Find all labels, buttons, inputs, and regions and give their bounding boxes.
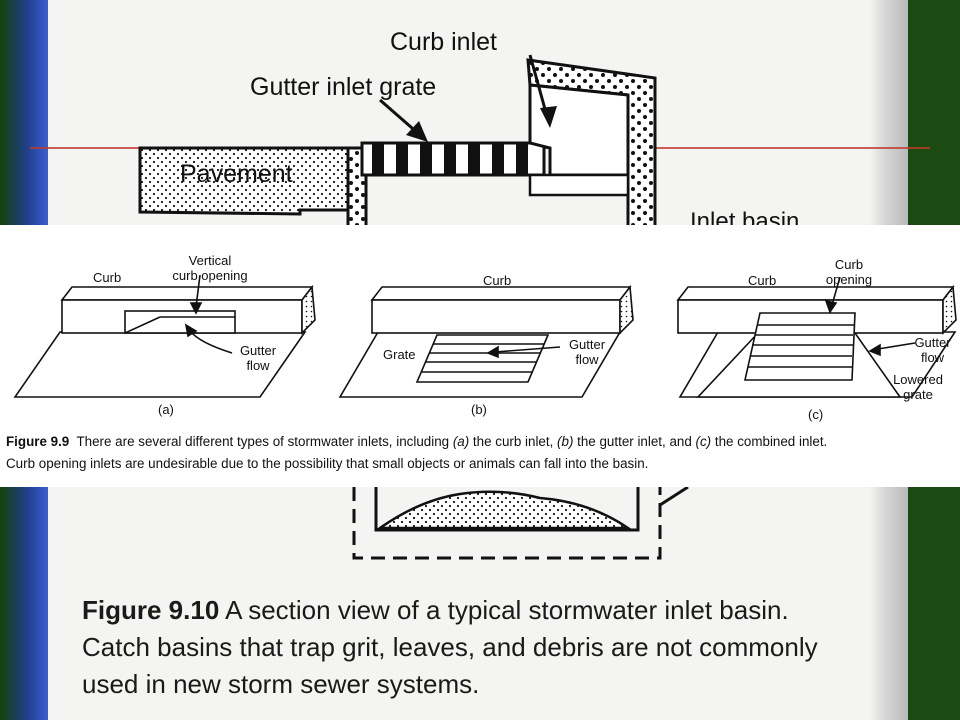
basin-outer-dashed <box>352 487 662 560</box>
figure-9-9-caption: Figure 9.9 There are several different t… <box>6 431 960 475</box>
panel-c-curb-top <box>676 286 955 301</box>
panel-a-vertical-line2: curb opening <box>172 268 248 283</box>
label-inlet-basin: Inlet basin <box>690 208 800 225</box>
panel-c-opening-line2: opening <box>825 272 873 287</box>
basin-inner <box>374 487 640 532</box>
panel-b-curb-top <box>370 286 632 301</box>
panel-b-grate-label: Grate <box>383 347 416 362</box>
caption-text-3: the gutter inlet, and <box>573 434 696 449</box>
caption-text-2: the curb inlet, <box>469 434 558 449</box>
panel-a-curb-top <box>60 286 314 301</box>
figure-9-10-line3: used in new storm sewer systems. <box>82 669 480 699</box>
panel-c-lowered-line1: Lowered <box>893 372 943 387</box>
panel-a-vertical-line1: Vertical <box>188 253 232 268</box>
caption-ref-b: (b) <box>557 434 574 449</box>
figure-9-10-label: Figure 9.10 <box>82 595 220 625</box>
panel-b-grate <box>415 334 550 383</box>
panel-a-gutter-line2: flow <box>246 358 270 373</box>
panel-b-gutter-line1: Gutter <box>568 337 606 352</box>
figure-9-10-caption: Figure 9.10 A section view of a typical … <box>82 592 902 703</box>
panel-a-curb-opening <box>124 310 236 334</box>
panel-c-opening-line1: Curb <box>834 257 864 272</box>
figure-9-9-caption-line2: Curb opening inlets are undesirable due … <box>6 456 649 471</box>
panel-a-tag: (a) <box>158 402 174 417</box>
panel-b-curb-front <box>371 299 621 334</box>
panel-c-gutter-line1: Gutter <box>914 335 951 350</box>
panel-a-gutter-label: Gutter flow <box>228 343 288 373</box>
panel-c-lowered-line2: grate <box>903 387 933 402</box>
panel-a-gutter-line1: Gutter <box>239 343 277 358</box>
panel-c-grate <box>744 312 856 381</box>
panel-b-gutter-line2: flow <box>575 352 599 367</box>
figure-9-10-line2: Catch basins that trap grit, leaves, and… <box>82 632 818 662</box>
label-pavement: Pavement <box>180 160 293 188</box>
figure-9-10-line1: A section view of a typical stormwater i… <box>225 595 789 625</box>
caption-text-1: There are several different types of sto… <box>76 434 453 449</box>
panel-c-gutter-line2: flow <box>920 350 945 365</box>
figure-9-9-overlay: Curb Vertical curb opening Gutter flow (… <box>0 225 960 487</box>
panel-c-gutter-label: Gutter flow <box>905 335 960 365</box>
figure-9-9-drawings <box>13 274 957 398</box>
panel-a-curb-label: Curb <box>93 270 122 285</box>
figure-9-9-label: Figure 9.9 <box>6 434 70 449</box>
caption-ref-c: (c) <box>695 434 712 449</box>
basin-debris <box>376 490 633 530</box>
panel-c-lowered-label: Lowered grate <box>885 372 951 402</box>
panel-b-gutter-label: Gutter flow <box>557 337 617 367</box>
panel-c-opening-label: Curb opening <box>818 257 880 287</box>
panel-b-curb-label: Curb <box>483 273 512 288</box>
panel-a-vertical-label: Vertical curb opening <box>160 253 260 283</box>
label-gutter-inlet-grate: Gutter inlet grate <box>250 73 437 101</box>
panel-b-tag: (b) <box>471 402 487 417</box>
panel-c-curb-label: Curb <box>748 273 777 288</box>
panel-c-tag: (c) <box>808 407 824 422</box>
caption-ref-a: (a) <box>452 434 470 449</box>
caption-text-4: the combined inlet. <box>711 434 828 449</box>
label-curb-inlet: Curb inlet <box>390 28 497 56</box>
